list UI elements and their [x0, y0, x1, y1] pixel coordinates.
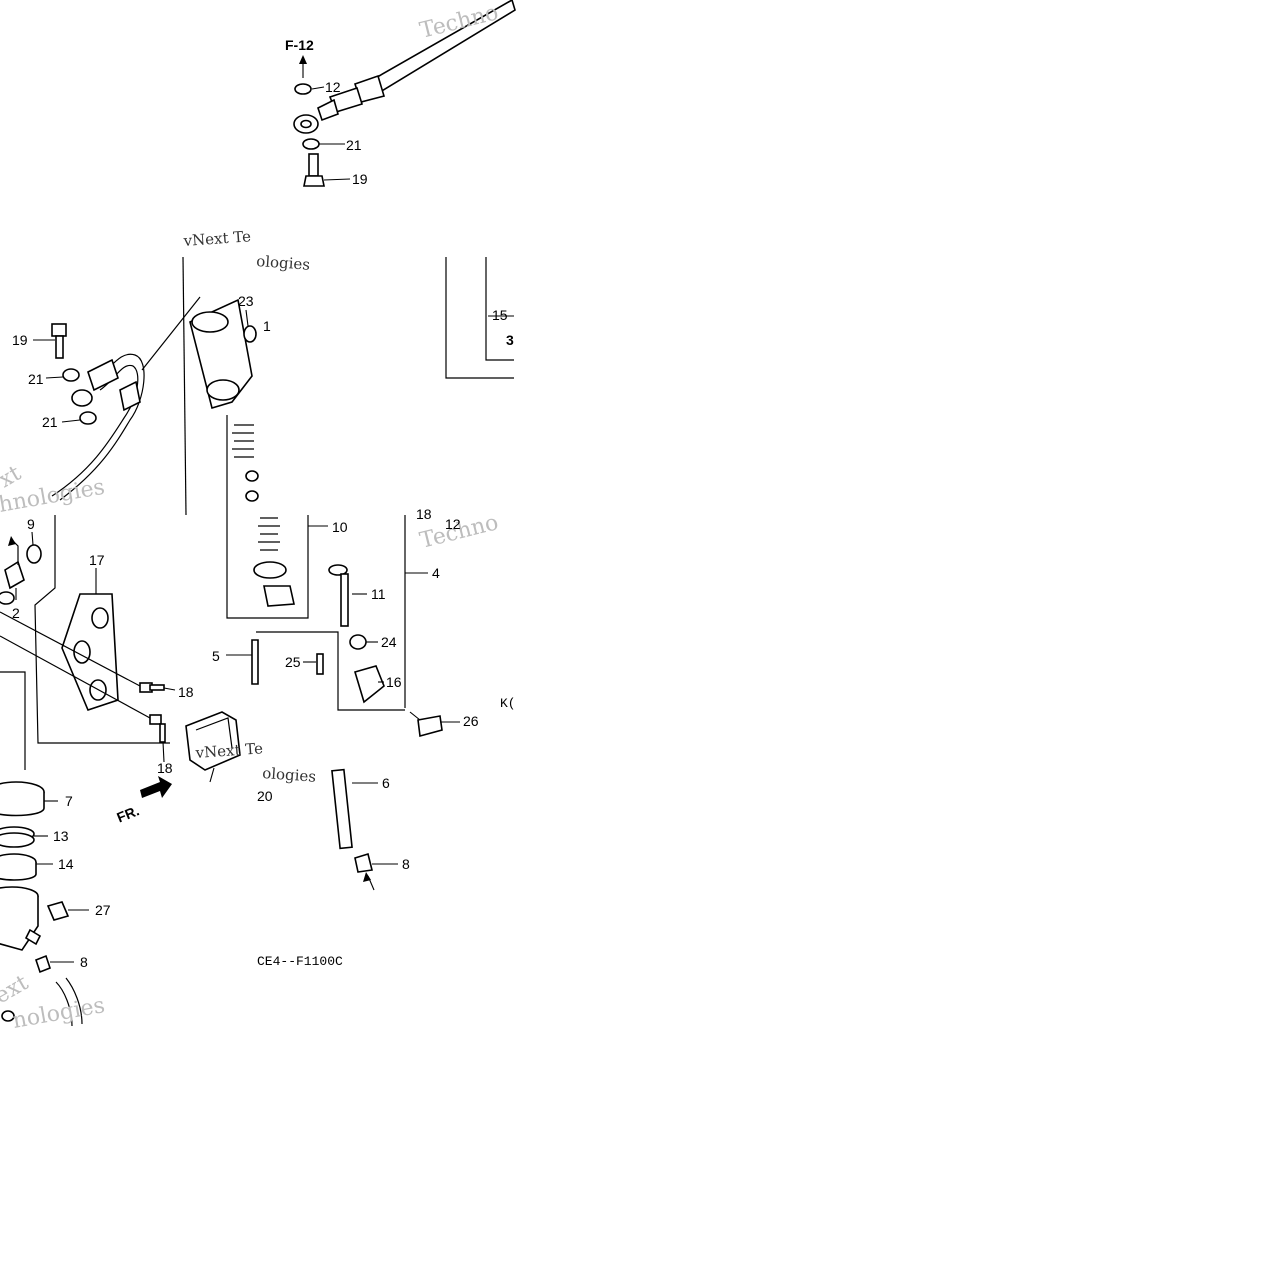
callout-label: 12 [325, 79, 341, 95]
watermark-text: ext [0, 970, 33, 1009]
callout-label: 18 [178, 684, 194, 700]
callout-label: 16 [386, 674, 402, 690]
left-brake-hose [33, 296, 201, 501]
callout-label: 26 [463, 713, 479, 729]
heel-guard [185, 711, 241, 783]
callout-label: 18 [157, 760, 173, 776]
top-brake-hose [293, 0, 516, 187]
callout-label: 2 [12, 605, 20, 621]
rod-and-clamp [331, 768, 398, 891]
callout-label: 7 [65, 793, 73, 809]
assembly-frames [0, 256, 514, 770]
callout-label: 4 [432, 565, 440, 581]
pushrod-assembly [316, 564, 460, 738]
callout-label: 27 [95, 902, 111, 918]
callout-label: 6 [382, 775, 390, 791]
callout-label: 19 [352, 171, 368, 187]
callout-label: 14 [58, 856, 74, 872]
callout-label: 17 [89, 552, 105, 568]
callout-label: 21 [28, 371, 44, 387]
bolts-18 [139, 682, 176, 763]
callout-label: 8 [402, 856, 410, 872]
callout-label: 1 [263, 318, 271, 334]
callout-label: 25 [285, 654, 301, 670]
watermark-text: vNext Te [182, 227, 252, 250]
callout-label: 21 [346, 137, 362, 153]
master-cylinder [189, 298, 257, 410]
watermark-text: nologies [11, 993, 107, 1034]
diagram-reference-code: CE4--F1100C [257, 954, 343, 969]
callout-label: 10 [332, 519, 348, 535]
front-marker-label: FR. [114, 802, 141, 825]
callout-label: 8 [80, 954, 88, 970]
watermark-text: ologies [262, 764, 317, 786]
callout-labels: F-12 12 21 19 23 1 15 3 19 21 21 9 17 2 … [12, 37, 516, 970]
reservoir-stack [0, 781, 89, 1027]
callout-label: 21 [42, 414, 58, 430]
misc-leaders [226, 315, 514, 685]
callout-label: 23 [238, 293, 254, 309]
callout-label: 18 [416, 506, 432, 522]
callout-label: 24 [381, 634, 397, 650]
callout-label: 3 [506, 332, 514, 348]
hose-fitting [0, 531, 42, 605]
callout-label: K( [500, 696, 516, 711]
callout-label: 9 [27, 516, 35, 532]
bracket-plate [0, 568, 151, 719]
callout-label: 19 [12, 332, 28, 348]
front-direction-arrow: FR. [114, 776, 172, 826]
callout-label: 15 [492, 307, 508, 323]
reference-label-f12: F-12 [285, 37, 314, 53]
callout-label: 5 [212, 648, 220, 664]
callout-label: 13 [53, 828, 69, 844]
callout-label: 20 [257, 788, 273, 804]
watermark-text: ologies [256, 252, 311, 274]
piston-spring-group [232, 424, 328, 607]
callout-label: 12 [445, 516, 461, 532]
callout-label: 11 [371, 586, 386, 602]
watermark-text: vNext Te [194, 739, 264, 762]
